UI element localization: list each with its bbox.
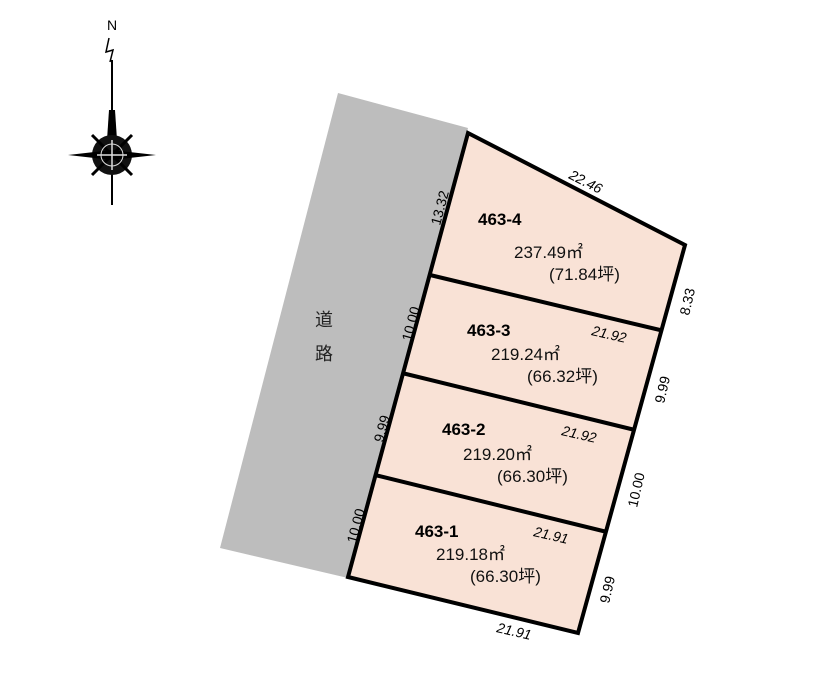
lot-tsubo: (66.32坪) (527, 367, 598, 386)
lot-id: 463-2 (442, 420, 485, 439)
dim-divider-1: 21.92 (589, 322, 628, 346)
lot-id: 463-1 (415, 522, 458, 541)
lot-area: 219.24㎡ (491, 345, 560, 364)
lot-id: 463-3 (467, 321, 510, 340)
lot-id: 463-4 (478, 210, 522, 229)
road (220, 93, 468, 578)
lot-463-1[interactable]: 463-1 219.18㎡ (66.30坪) (415, 522, 541, 586)
road-label-2: 路 (315, 344, 333, 365)
lot-tsubo: (66.30坪) (497, 467, 568, 486)
lot-tsubo: (71.84坪) (549, 265, 620, 284)
lot-area: 219.20㎡ (463, 445, 532, 464)
dim-right-3: 10.00 (624, 471, 648, 509)
divider-3-2 (401, 371, 636, 432)
dim-right-4: 9.99 (596, 574, 618, 604)
dim-right-2: 9.99 (651, 374, 673, 404)
dim-left-3: 9.99 (370, 413, 393, 444)
divider-2-1 (374, 473, 608, 534)
divider-4-3 (429, 273, 661, 332)
lot-463-3[interactable]: 463-3 219.24㎡ (66.32坪) (467, 321, 598, 386)
north-arrow-compass-icon: N (68, 17, 156, 205)
lot-area: 219.18㎡ (436, 545, 505, 564)
lot-area: 237.49㎡ (514, 243, 583, 262)
dim-bottom: 21.91 (494, 619, 533, 643)
lot-463-2[interactable]: 463-2 219.20㎡ (66.30坪) (442, 420, 568, 486)
lot-463-4[interactable]: 463-4 237.49㎡ (71.84坪) (478, 210, 620, 284)
lot-tsubo: (66.30坪) (470, 567, 541, 586)
lots-outline (345, 130, 688, 636)
north-label: N (107, 17, 117, 33)
dim-right-1: 8.33 (676, 286, 698, 316)
road-label-1: 道 (315, 310, 333, 331)
dim-divider-3: 21.91 (531, 523, 570, 547)
dim-divider-2: 21.92 (559, 422, 598, 446)
